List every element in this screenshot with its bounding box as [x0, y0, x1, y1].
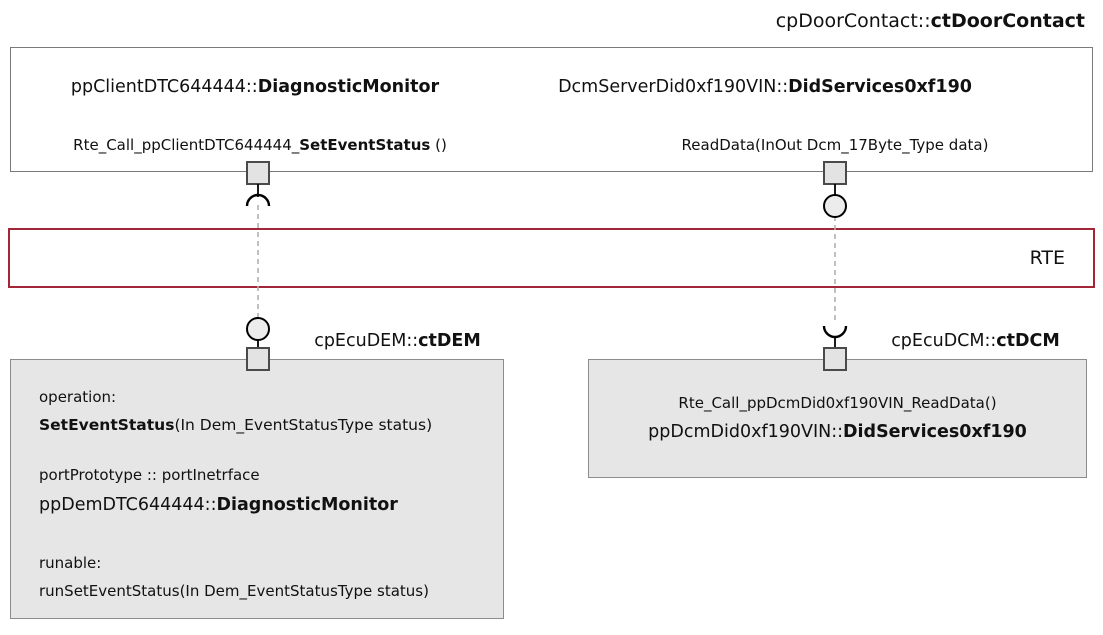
- operation-signature: SetEventStatus(In Dem_EventStatusType st…: [39, 416, 432, 434]
- runable-signature: runSetEventStatus(In Dem_EventStatusType…: [39, 582, 429, 600]
- dcm-rte-call-label: Rte_Call_ppDcmDid0xf190VIN_ReadData(): [678, 394, 997, 412]
- diagnostic-monitor-interface-name: DiagnosticMonitor: [257, 77, 440, 97]
- dcm-component-box: Rte_Call_ppDcmDid0xf190VIN_ReadData() pp…: [588, 359, 1087, 478]
- readdata-signature-label: ReadData(InOut Dcm_17Byte_Type data): [681, 136, 989, 154]
- runable-label: runable:: [39, 554, 102, 572]
- door-contact-name: ctDoorContact: [930, 10, 1085, 32]
- operation-params: (In Dem_EventStatusType status): [174, 416, 433, 434]
- door-contact-prefix: cpDoorContact::: [775, 10, 931, 32]
- port-prototype-interface: DiagnosticMonitor: [216, 495, 398, 515]
- door-contact-label: cpDoorContact::ctDoorContact: [776, 10, 1085, 32]
- dcm-title-prefix: cpEcuDCM::: [891, 331, 997, 351]
- operation-label: operation:: [39, 388, 117, 406]
- dem-component-title: cpEcuDEM::ctDEM: [290, 331, 505, 351]
- rte-call-operation: SetEventStatus: [299, 136, 431, 154]
- dcm-component-title: cpEcuDCM::ctDCM: [868, 331, 1083, 351]
- top-right-provided-ball-icon: [823, 194, 847, 218]
- door-contact-component-box: [10, 47, 1093, 172]
- rte-call-suffix: (): [430, 136, 447, 154]
- did-services-port-title: DcmServerDid0xf190VIN::DidServices0xf190: [540, 77, 990, 97]
- dcm-port-name: ppDcmDid0xf190VIN::DidServices0xf190: [589, 422, 1086, 442]
- port-prototype-name: ppDemDTC644444::DiagnosticMonitor: [39, 495, 398, 515]
- rte-call-seteventstatus-label: Rte_Call_ppClientDTC644444_SetEventStatu…: [40, 136, 480, 154]
- dcm-port-interface: DidServices0xf190: [843, 422, 1027, 442]
- port-prototype-label: portPrototype :: portInetrface: [39, 466, 260, 484]
- did-services-port-prefix: DcmServerDid0xf190VIN::: [558, 77, 789, 97]
- bottom-right-required-socket-icon: [822, 325, 848, 339]
- top-left-required-socket-icon: [245, 193, 271, 207]
- dem-title-name: ctDEM: [418, 331, 481, 351]
- port-prototype-prefix: ppDemDTC644444::: [39, 495, 217, 515]
- diagnostic-monitor-port-prefix: ppClientDTC644444::: [70, 77, 258, 97]
- rte-label: RTE: [1029, 247, 1065, 269]
- did-services-interface-name: DidServices0xf190: [788, 77, 972, 97]
- bottom-left-provided-ball-icon: [246, 317, 270, 341]
- rte-layer-box: RTE: [8, 228, 1095, 288]
- rte-call-prefix: Rte_Call_ppClientDTC644444_: [73, 136, 300, 154]
- dcm-title-name: ctDCM: [996, 331, 1060, 351]
- operation-name: SetEventStatus: [39, 416, 175, 434]
- dcm-port-prefix: ppDcmDid0xf190VIN::: [648, 422, 844, 442]
- diagnostic-monitor-port-title: ppClientDTC644444::DiagnosticMonitor: [35, 77, 475, 97]
- dem-component-box: operation: SetEventStatus(In Dem_EventSt…: [10, 359, 504, 619]
- dem-title-prefix: cpEcuDEM::: [314, 331, 419, 351]
